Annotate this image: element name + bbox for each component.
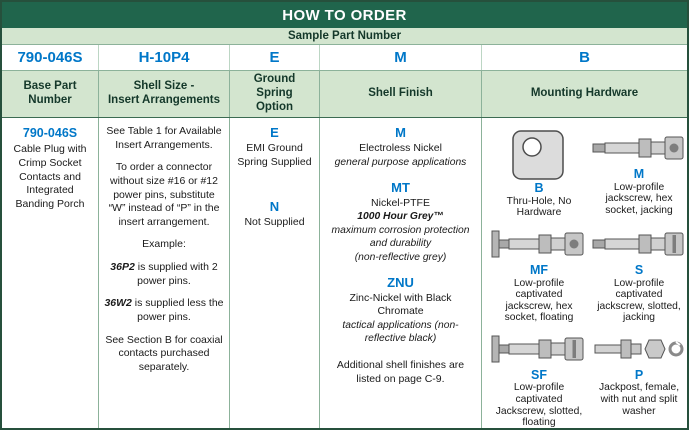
- shell-size-example-2: 36W2 is supplied less the power pins.: [104, 297, 224, 324]
- shell-size-note-1: See Table 1 for Available Insert Arrange…: [106, 125, 222, 151]
- shell-size-example-1: 36P2 is supplied with 2 power pins.: [104, 261, 224, 288]
- ground-option-n: N Not Supplied: [235, 199, 314, 230]
- hardware-code: S: [634, 262, 644, 277]
- ground-option-e-code: E: [270, 125, 279, 140]
- shell-size-example-label: Example:: [142, 238, 186, 251]
- example-2-text: is supplied less the power pins.: [131, 297, 224, 324]
- hardware-desc: Low-profile jackscrew, hex socket, jacki…: [605, 181, 673, 216]
- sample-code-ground: E: [230, 45, 320, 70]
- column-header-base: Base Part Number: [2, 71, 99, 117]
- hardware-item-s: S Low-profile captivated jackscrew, slot…: [589, 223, 687, 325]
- finish-note: Additional shell finishes are listed on …: [336, 358, 465, 385]
- ground-option-e-desc: EMI Ground Spring Supplied: [237, 141, 312, 168]
- jackscrew-slotted-image: [592, 232, 684, 256]
- finish-option-znu-name: Zinc-Nickel with Black Chromate: [349, 291, 452, 318]
- hardware-code: B: [534, 181, 544, 195]
- hardware-code: M: [633, 167, 645, 181]
- shell-size-cell: See Table 1 for Available Insert Arrange…: [99, 118, 230, 428]
- example-1-text: is supplied with 2 power pins.: [134, 261, 218, 287]
- finish-option-znu: ZNU Zinc-Nickel with Black Chromate tact…: [325, 275, 476, 346]
- finish-option-znu-code: ZNU: [387, 274, 414, 290]
- finish-option-m-code: M: [395, 125, 406, 140]
- finish-option-znu-detail: tactical applications (non-reflective bl…: [342, 320, 459, 345]
- finish-option-m: M Electroless Nickel general purpose app…: [325, 125, 476, 169]
- hardware-item-b: B Thru-Hole, No Hardware: [489, 127, 589, 220]
- hardware-code: MF: [529, 262, 549, 277]
- sample-part-number-row: 790-046S H-10P4 E M B: [2, 45, 687, 71]
- hardware-desc: Thru-Hole, No Hardware: [506, 195, 572, 219]
- finish-option-mt-name: Nickel-PTFE: [371, 196, 430, 209]
- example-1-code: 36P2: [110, 261, 135, 274]
- column-header-mount: Mounting Hardware: [530, 87, 639, 100]
- base-part-cell: 790-046S Cable Plug with Crimp Socket Co…: [2, 118, 99, 428]
- hardware-item-m: M Low-profile jackscrew, hex socket, jac…: [589, 127, 687, 220]
- hardware-desc: Jackpost, female, with nut and split was…: [598, 382, 680, 417]
- column-header-ground: Ground Spring Option: [230, 71, 320, 117]
- jackscrew-slotted-floating-image: [491, 335, 584, 363]
- sample-code-base: 790-046S: [2, 45, 99, 70]
- hardware-desc: Low-profile captivated jackscrew, hex so…: [504, 277, 574, 324]
- hardware-code: P: [634, 367, 644, 382]
- finish-option-mt-detail-3: (non-reflective grey): [354, 251, 447, 263]
- sample-part-number-label: Sample Part Number: [2, 28, 687, 45]
- sample-code-shell: H-10P4: [99, 45, 230, 70]
- table-body: 790-046S Cable Plug with Crimp Socket Co…: [2, 118, 687, 428]
- hardware-item-sf: SF Low-profile captivated Jackscrew, slo…: [489, 328, 589, 428]
- shell-finish-cell: M Electroless Nickel general purpose app…: [320, 118, 482, 428]
- table-title: HOW TO ORDER: [2, 2, 687, 28]
- ground-option-n-desc: Not Supplied: [244, 216, 305, 229]
- base-part-description: Cable Plug with Crimp Socket Contacts an…: [13, 143, 87, 210]
- column-headers-row: Base Part Number Shell Size - Insert Arr…: [2, 71, 687, 118]
- ground-option-n-code: N: [269, 199, 280, 215]
- hardware-item-mf: MF Low-profile captivated jackscrew, hex…: [489, 223, 589, 325]
- jackpost-image: [594, 339, 684, 359]
- mounting-hardware-cell: B Thru-Hole, No Hardware M Low-profile j…: [482, 118, 687, 428]
- jackscrew-hex-image: [592, 136, 684, 160]
- finish-option-mt-detail-2: maximum corrosion protection and durabil…: [331, 224, 470, 250]
- ground-option-e: E EMI Ground Spring Supplied: [235, 125, 314, 169]
- thru-hole-plate-image: [512, 130, 564, 180]
- finish-option-m-detail: general purpose applications: [334, 156, 467, 168]
- column-header-finish: Shell Finish: [320, 71, 482, 117]
- hardware-code: SF: [531, 367, 547, 382]
- finish-option-mt: MT Nickel-PTFE 1000 Hour Grey™ maximum c…: [325, 180, 476, 264]
- jackscrew-hex-floating-image: [491, 230, 584, 258]
- column-header-shell: Shell Size - Insert Arrangements: [99, 71, 230, 117]
- finish-option-mt-code: MT: [391, 179, 410, 195]
- example-2-code: 36W2: [104, 297, 132, 310]
- shell-size-note-2: To order a connector without size #16 or…: [108, 161, 220, 228]
- finish-option-m-name: Electroless Nickel: [359, 141, 442, 154]
- base-part-code: 790-046S: [22, 126, 78, 140]
- finish-option-mt-detail-1: 1000 Hour Grey™: [357, 211, 444, 223]
- sample-code-finish: M: [320, 45, 482, 70]
- ground-spring-cell: E EMI Ground Spring Supplied N Not Suppl…: [230, 118, 320, 428]
- hardware-item-p: P Jackpost, female, with nut and split w…: [589, 328, 687, 428]
- hardware-grid: B Thru-Hole, No Hardware M Low-profile j…: [487, 125, 684, 428]
- hardware-desc: Low-profile captivated jackscrew, slotte…: [597, 277, 681, 324]
- hardware-desc: Low-profile captivated Jackscrew, slotte…: [495, 382, 583, 428]
- sample-code-mount: B: [579, 49, 590, 66]
- shell-size-note-3: See Section B for coaxial contacts purch…: [105, 333, 223, 373]
